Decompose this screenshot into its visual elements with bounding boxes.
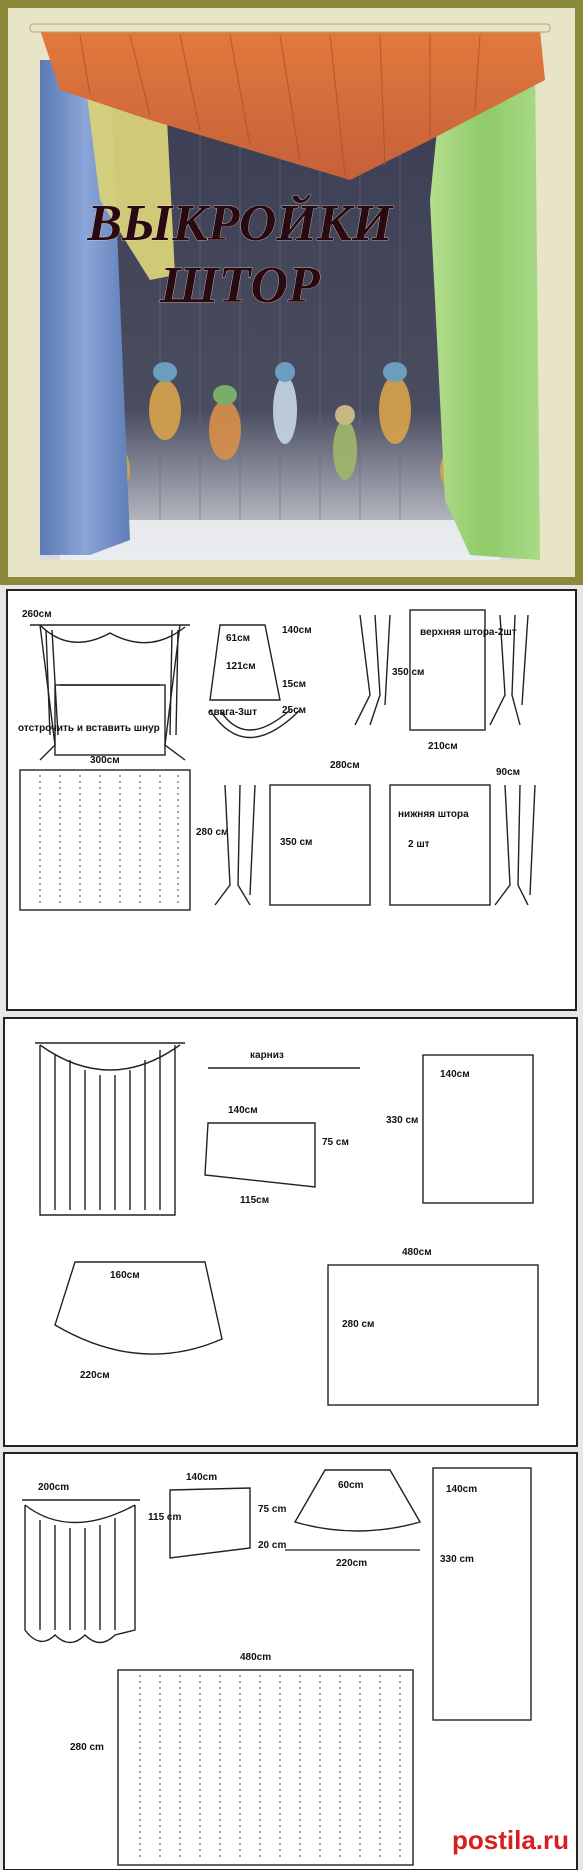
tulle-piece-2 [327,1264,539,1406]
curtain-rod [29,23,551,33]
label-tulle-width: 480cm [240,1652,271,1663]
curtain-piece-3 [432,1467,532,1721]
swag-piece-2 [204,1122,316,1188]
upper-curtain-sketch [354,609,529,731]
drape-sketch-3 [22,1499,140,1644]
label-rod: карниз [250,1050,284,1061]
lower-curtain-sketch [214,784,536,906]
label-swag-side: 140см [282,625,312,636]
label-left-width: 260см [22,609,52,620]
label-lower-height: 350 см [280,837,312,848]
drape-sketch-1 [30,624,190,761]
title-line1: ВЫКРОЙКИ [86,193,394,252]
label-cut-left: 115 cm [148,1512,181,1523]
cut-piece-3 [169,1487,251,1559]
label-curtain-width: 140см [440,1069,470,1080]
label-arc-bottom: 220cm [336,1558,367,1569]
yellow-drape [85,80,175,280]
label-tulle-width: 480см [402,1247,432,1258]
tulle-piece-3 [117,1669,414,1866]
green-drape [430,60,540,560]
panel2-diagram: карниз 140см 75 см 115см 140см 330 см 16… [3,1017,578,1447]
tulle-panel-1 [19,769,191,911]
label-swag-bottom: 115см [240,1195,269,1206]
pattern-panel-2: карниз 140см 75 см 115см 140см 330 см 16… [0,1015,583,1450]
label-curtain-height: 330 cm [440,1554,474,1565]
label-cut-offset: 20 cm [258,1540,286,1551]
label-swag-arc: 25см [282,705,306,716]
label-lower-total: 280см [330,760,360,771]
arc-piece-3 [293,1469,422,1532]
pattern-panel-1: 260см 61см 140см 121см 15см свага-3шт 25… [0,585,583,1015]
label-lower-count: 2 шт [408,839,430,850]
label-cut-top: 140cm [186,1472,217,1483]
label-sew-note: отстрочить и вставить шнур [18,723,160,734]
label-tieback: 90см [496,767,520,778]
arc-piece-2 [54,1261,223,1355]
label-swag-offset: 15см [282,679,306,690]
label-swag-height: 121см [226,661,256,672]
label-arc-inner: 160см [110,1270,140,1281]
drape-sketch-2 [35,1042,185,1216]
postila-logo[interactable]: postila.ru [452,1825,569,1856]
label-tulle-height: 280 см [196,827,228,838]
label-arc-top: 60cm [338,1480,364,1491]
label-tulle-width: 300см [90,755,120,766]
label-swag-top: 140см [228,1105,258,1116]
logo-text: postila.ru [451,1825,569,1855]
label-left-width: 200cm [38,1482,69,1493]
label-upper-curtain: верхняя штора-2шт [420,627,517,638]
label-swag-top: 61см [226,633,250,644]
swag-trapezoid [209,624,301,739]
label-lower-curtain: нижняя штора [398,809,469,820]
label-tulle-height: 280 см [342,1319,374,1330]
curtain-illustration: ВЫКРОЙКИ ШТОР [8,8,575,577]
title-line2: ШТОР [159,257,321,314]
label-cut-right: 75 cm [258,1504,286,1515]
label-upper-height: 350 см [392,667,424,678]
label-curtain-width: 140cm [446,1484,477,1495]
label-arc-outer: 220см [80,1370,110,1381]
panel1-diagram: 260см 61см 140см 121см 15см свага-3шт 25… [6,589,577,1011]
pattern-panel-3: 200cm 140cm 115 cm 75 cm 20 cm 60cm 220c… [0,1450,583,1870]
label-swag-count: свага-3шт [208,707,257,718]
curtain-piece-2 [422,1054,534,1204]
label-curtain-height: 330 см [386,1115,418,1126]
panel3-diagram: 200cm 140cm 115 cm 75 cm 20 cm 60cm 220c… [3,1452,578,1870]
orange-swag [40,30,545,180]
label-tulle-height: 280 cm [70,1742,104,1753]
label-upper-width: 210см [428,741,458,752]
label-swag-side: 75 см [322,1137,349,1148]
hero-curtain-photo: ВЫКРОЙКИ ШТОР [0,0,583,585]
